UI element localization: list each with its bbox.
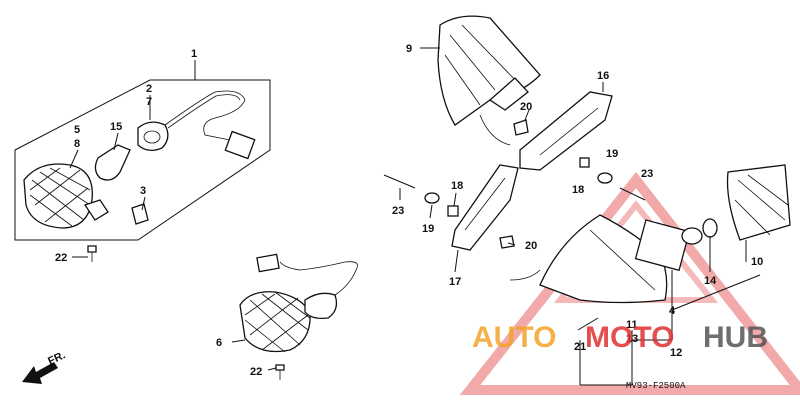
front-left-turn-signal-group [14,79,271,262]
callout-17: 17 [449,276,461,288]
watermark-hub: HUB [703,321,768,354]
callout-19-right: 19 [606,148,618,160]
callout-3: 3 [140,185,146,197]
callout-22-bottom: 22 [250,366,262,378]
watermark-moto: MOTO [585,321,674,354]
front-direction-arrow: FR. [22,349,67,384]
callout-23-left: 23 [392,205,404,217]
callout-7: 7 [146,96,152,108]
callout-23-right: 23 [641,168,653,180]
watermark-auto: AUTO [472,321,556,354]
license-light-group [509,164,791,331]
callout-10: 10 [751,256,763,268]
callout-19-left: 19 [422,223,434,235]
diagram-code: MV93-F2500A [626,381,686,391]
callout-9: 9 [406,43,412,55]
callout-14: 14 [704,275,717,287]
callout-20-bottom: 20 [525,240,537,252]
front-label: FR. [46,349,67,367]
callout-21: 21 [574,341,586,353]
tail-light-group [383,15,646,251]
callout-numbers: 1 2 7 5 8 15 3 22 9 16 20 19 23 18 23 19… [55,43,763,378]
callout-20-top: 20 [520,101,532,113]
callout-13: 13 [626,333,638,345]
callout-8: 8 [74,138,80,150]
callout-12: 12 [670,347,682,359]
callout-11: 11 [626,319,638,331]
callout-18-left: 18 [451,180,463,192]
callout-6: 6 [216,337,222,349]
callout-15: 15 [110,121,122,133]
callout-2: 2 [146,83,152,95]
callout-4: 4 [669,305,676,317]
callout-1: 1 [191,48,197,60]
callout-22-top: 22 [55,252,67,264]
watermark-text: AUTO MOTO HUB [472,321,768,354]
callout-16: 16 [597,70,609,82]
callout-5: 5 [74,124,80,136]
callout-18-right: 18 [572,184,584,196]
front-right-turn-signal-group [239,253,358,380]
leader-lines [69,47,761,386]
